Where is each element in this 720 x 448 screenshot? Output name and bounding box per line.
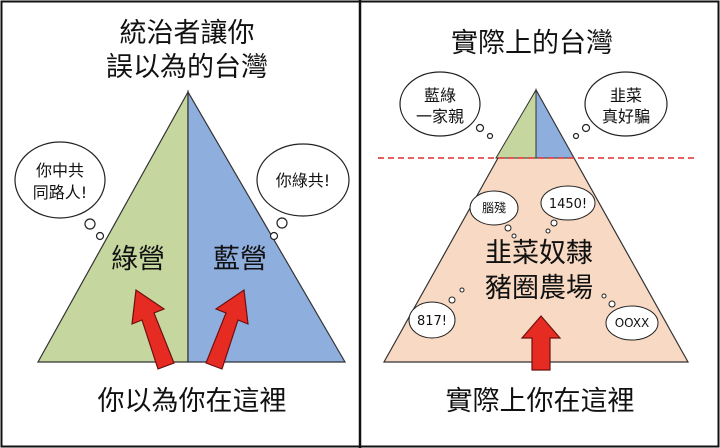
blue-green-bubble: 藍綠 一家親 xyxy=(399,71,494,140)
817-bubble-text: 817! xyxy=(417,314,447,329)
arrow-to-farm xyxy=(520,315,562,371)
ooxx-bubble: OOXX xyxy=(601,293,659,341)
left-bubble-line2: 同路人! xyxy=(33,183,87,202)
blue-green-bubble-line2: 一家親 xyxy=(416,107,464,126)
1450-bubble-text: 1450! xyxy=(549,197,587,212)
blue-green-bubble-line1: 藍綠 xyxy=(424,86,456,105)
blue-camp-half xyxy=(187,89,347,363)
left-speech-bubble: 你中共 同路人! xyxy=(14,141,106,241)
arrow-to-green-camp xyxy=(131,288,175,370)
arrow-to-blue-camp xyxy=(205,288,249,370)
right-panel: 實際上的台灣 藍綠 一家親 韭菜 真好騙 腦殘 xyxy=(378,28,696,417)
left-panel: 統治者讓你 誤以為的台灣 綠營 藍營 你中共 同路人! 你綠共! 你以為你在這裡 xyxy=(14,18,350,417)
1450-bubble: 1450! xyxy=(540,185,596,234)
leek-bubble-line1: 韭菜 xyxy=(610,86,642,105)
leek-bubble-line2: 真好騙 xyxy=(602,107,650,126)
center-label-line2: 豬圈農場 xyxy=(485,273,593,304)
right-bubble-text: 你綠共! xyxy=(276,171,330,190)
blue-camp-label: 藍營 xyxy=(213,244,267,275)
left-bottom-caption: 你以為你在這裡 xyxy=(98,386,287,417)
center-label-line1: 韭菜奴隸 xyxy=(485,238,593,269)
left-bubble-line1: 你中共 xyxy=(36,161,84,180)
green-camp-label: 綠營 xyxy=(111,244,165,275)
blue-camp-tip xyxy=(535,88,575,159)
green-camp-half xyxy=(36,89,189,363)
green-camp-tip xyxy=(495,88,537,159)
naocan-bubble: 腦殘 xyxy=(469,190,519,239)
right-title: 實際上的台灣 xyxy=(451,28,613,59)
left-title-line1: 統治者讓你 xyxy=(120,18,255,49)
naocan-bubble-text: 腦殘 xyxy=(482,200,506,215)
right-bottom-caption: 實際上你在這裡 xyxy=(446,386,635,417)
right-speech-bubble: 你綠共! xyxy=(256,143,350,241)
leek-bubble: 韭菜 真好騙 xyxy=(572,71,668,140)
ooxx-bubble-text: OOXX xyxy=(615,316,650,330)
817-bubble: 817! xyxy=(408,287,465,339)
left-title-line2: 誤以為的台灣 xyxy=(106,52,268,83)
